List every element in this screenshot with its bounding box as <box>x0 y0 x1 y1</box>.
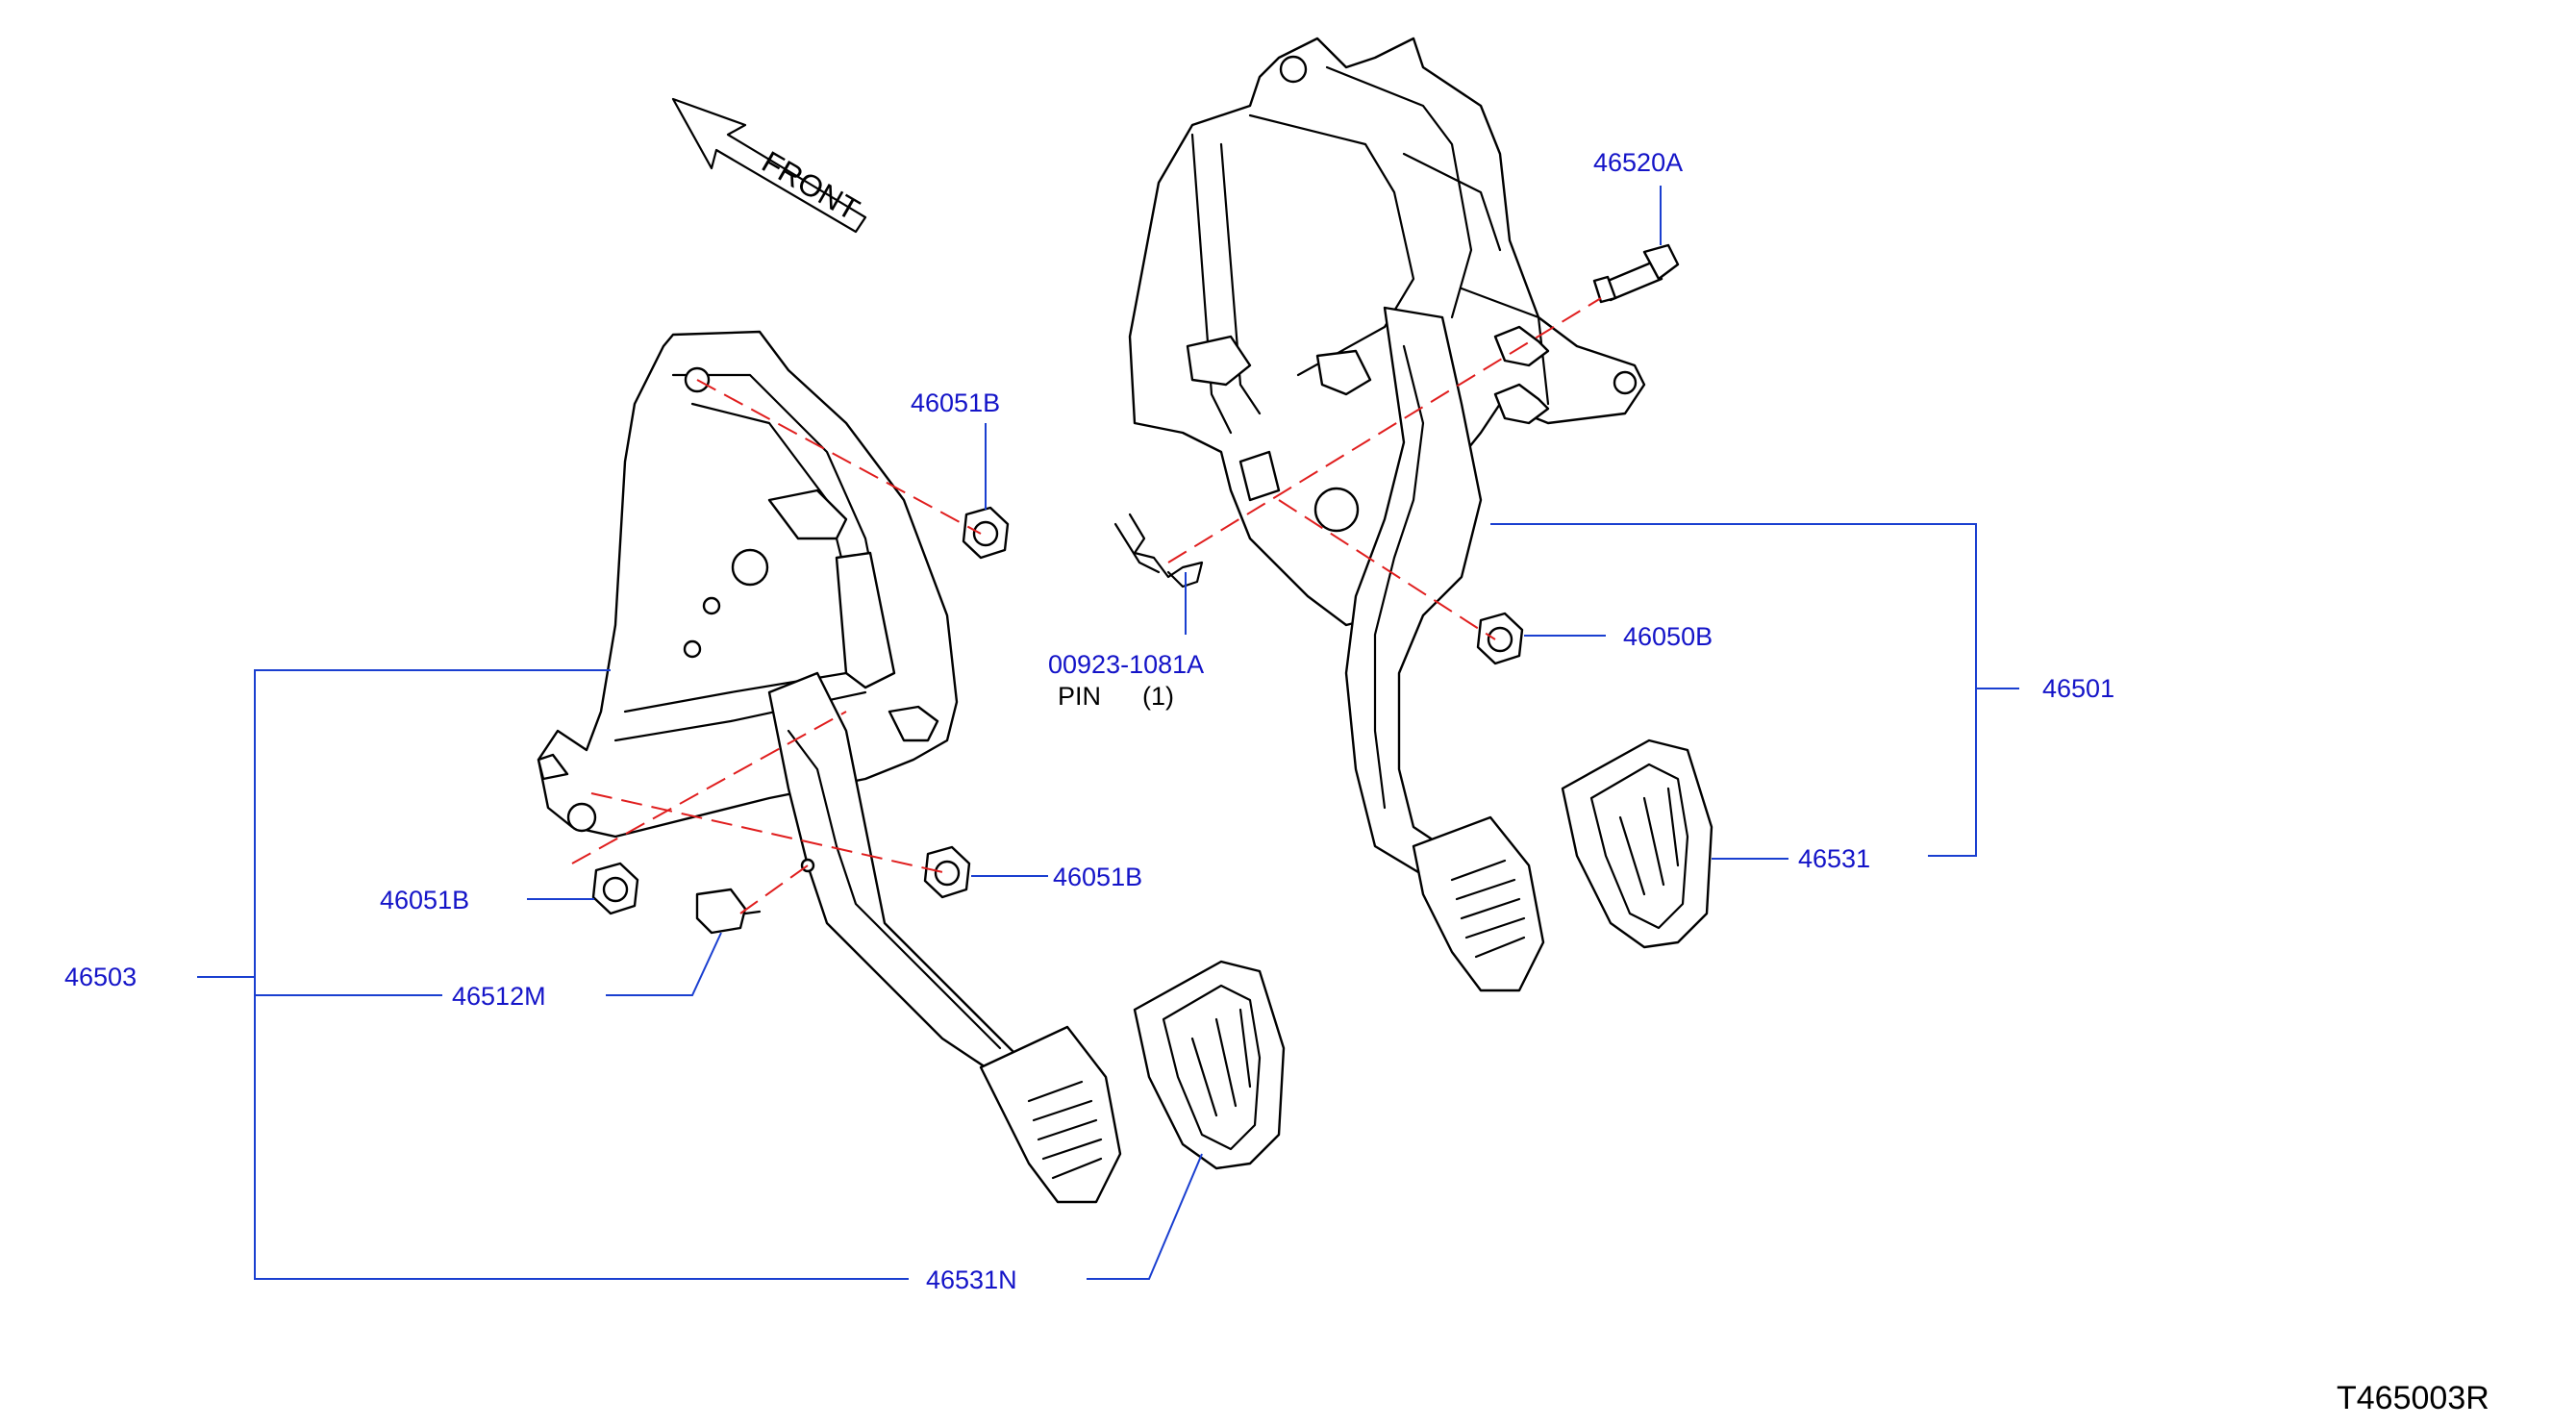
left-axis-upper <box>696 379 982 535</box>
pin-00923-1081A <box>1113 513 1204 588</box>
nut-46051B-left <box>591 862 639 915</box>
right-pedal-pad <box>1561 739 1713 949</box>
label-46512M: 46512M <box>452 982 546 1011</box>
right-axis-lower <box>1278 499 1496 640</box>
left-axis-stopper <box>739 864 809 914</box>
front-indicator-label: FRONT <box>757 144 865 227</box>
nut-46050B <box>1476 612 1524 665</box>
label-46503: 46503 <box>64 963 137 991</box>
stopper-46512M <box>695 888 762 935</box>
front-arrow-icon <box>671 97 867 234</box>
label-pin-qty: (1) <box>1142 682 1174 711</box>
nut-46051B-top <box>962 506 1010 560</box>
label-46051B-right: 46051B <box>1053 863 1142 891</box>
nut-46051B-right <box>923 845 971 899</box>
left-pedal-pad <box>1133 960 1286 1170</box>
label-46050B: 46050B <box>1623 622 1713 651</box>
label-00923-1081A: 00923-1081A <box>1048 650 1204 679</box>
label-46531: 46531 <box>1798 844 1870 873</box>
label-46051B-left: 46051B <box>380 886 469 914</box>
diagram-reference-code: T465003R <box>2337 1380 2489 1416</box>
left-pedal-bracket <box>537 330 959 839</box>
bolt-46520A <box>1592 243 1680 304</box>
right-axis-upper <box>1167 297 1602 563</box>
left-pedal-arm <box>767 671 1122 1204</box>
right-pedal-arm <box>1344 306 1545 992</box>
label-pin: PIN <box>1058 682 1101 711</box>
label-46501: 46501 <box>2042 674 2114 703</box>
label-46051B-top: 46051B <box>911 388 1000 417</box>
leader-lines <box>197 186 2019 1280</box>
label-46520A: 46520A <box>1593 148 1683 177</box>
label-46531N: 46531N <box>926 1265 1017 1294</box>
left-axis-lower <box>571 711 847 864</box>
